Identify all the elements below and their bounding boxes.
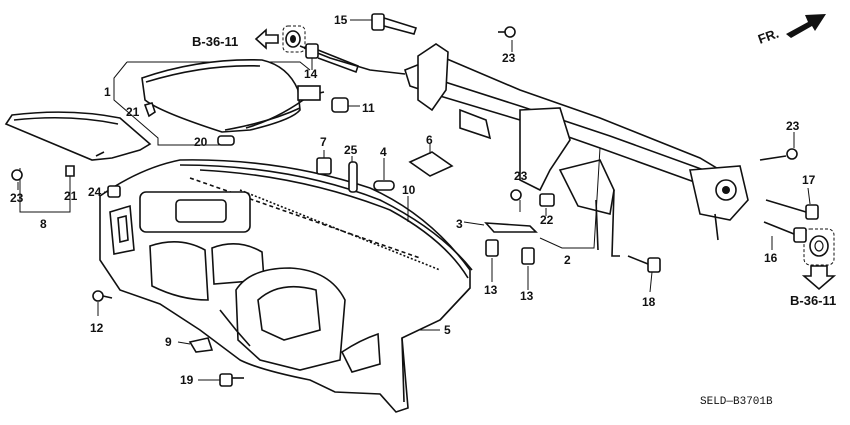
callout-19: 19 <box>180 373 194 387</box>
callout-10: 10 <box>402 183 416 197</box>
callout-22: 22 <box>540 213 554 227</box>
small-parts <box>11 13 819 387</box>
callout-25: 25 <box>344 143 358 157</box>
diagram-code: SELD—B3701B <box>700 396 773 408</box>
callout-23-top: 23 <box>502 51 516 65</box>
callout-21-top: 21 <box>126 105 140 119</box>
callout-23-left: 23 <box>10 191 24 205</box>
callout-13-right: 13 <box>520 289 534 303</box>
callout-21-bottom: 21 <box>64 189 78 203</box>
front-direction-arrow-icon <box>786 14 826 38</box>
reference-top: B-36-11 <box>192 25 306 53</box>
callout-7: 7 <box>320 135 327 149</box>
reference-arrow-left-icon <box>254 28 279 50</box>
reference-bottom: B-36-11 <box>790 228 837 308</box>
front-direction: FR. <box>756 14 826 47</box>
callout-3: 3 <box>456 217 463 231</box>
callout-8: 8 <box>40 217 47 231</box>
callout-20: 20 <box>194 135 208 149</box>
callout-9: 9 <box>165 335 172 349</box>
ref-label-bottom: B-36-11 <box>790 293 836 308</box>
callout-16: 16 <box>764 251 778 265</box>
callout-11: 11 <box>362 101 375 115</box>
callout-13-left: 13 <box>484 283 498 297</box>
callout-5: 5 <box>444 323 451 337</box>
dashboard-panel <box>99 159 473 413</box>
callout-6: 6 <box>426 133 433 147</box>
callout-2: 2 <box>564 253 571 267</box>
callout-12: 12 <box>90 321 104 335</box>
callout-23-right: 23 <box>786 119 800 133</box>
side-lid-assembly <box>4 111 152 213</box>
ref-label-top: B-36-11 <box>192 34 238 49</box>
reference-arrow-down-icon <box>801 265 837 291</box>
upper-lid-assembly <box>113 59 325 146</box>
front-label: FR. <box>756 26 781 47</box>
callout-4: 4 <box>380 145 387 159</box>
callouts: 1 2 3 4 5 6 7 8 9 10 11 12 13 13 14 15 1… <box>10 13 816 387</box>
callout-23-mid: 23 <box>514 169 528 183</box>
callout-17: 17 <box>802 173 816 187</box>
callout-14: 14 <box>304 67 318 81</box>
steering-hanger-beam <box>299 43 749 257</box>
leader-lines <box>17 19 811 381</box>
callout-24: 24 <box>88 185 102 199</box>
callout-1: 1 <box>104 85 111 99</box>
callout-18: 18 <box>642 295 656 309</box>
callout-15: 15 <box>334 13 348 27</box>
